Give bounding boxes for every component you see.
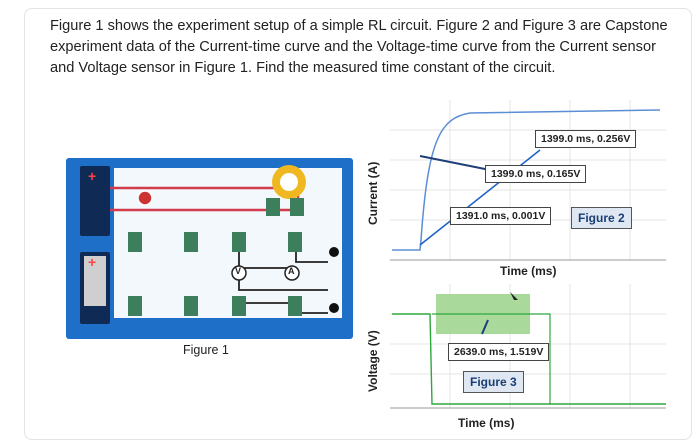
figure3-ylabel: Voltage (V) <box>366 330 380 392</box>
figure2-caption: Figure 2 <box>571 207 632 229</box>
callout-0256: 1399.0 ms, 0.256V <box>535 130 637 148</box>
cursor-arrow-icon <box>510 292 518 300</box>
callout-1519: 2639.0 ms, 1.519V <box>448 343 550 361</box>
callout-0001: 1391.0 ms, 0.001V <box>450 207 552 225</box>
plus-terminal-top: + <box>88 168 97 184</box>
figure3-caption: Figure 3 <box>463 371 524 393</box>
figure2-xlabel: Time (ms) <box>500 264 557 278</box>
figure3-xlabel: Time (ms) <box>458 416 515 430</box>
callout-0165: 1399.0 ms, 0.165V <box>485 165 587 183</box>
question-text: Figure 1 shows the experiment setup of a… <box>50 18 668 76</box>
ammeter-icon <box>284 265 300 281</box>
switch-knob-icon <box>137 190 153 206</box>
circuit-diagram <box>80 165 342 324</box>
figure2-ylabel: Current (A) <box>366 161 380 225</box>
plus-terminal-bottom: + <box>88 254 97 270</box>
circuit-board: + + V A <box>66 158 353 339</box>
voltmeter-label: V <box>235 266 242 276</box>
current-rise-curve <box>392 109 661 251</box>
voltmeter-icon <box>231 265 247 281</box>
figure3-plot <box>390 284 666 412</box>
ammeter-label: A <box>288 266 295 276</box>
voltage-trace <box>392 313 666 405</box>
figure1-caption: Figure 1 <box>183 343 229 357</box>
